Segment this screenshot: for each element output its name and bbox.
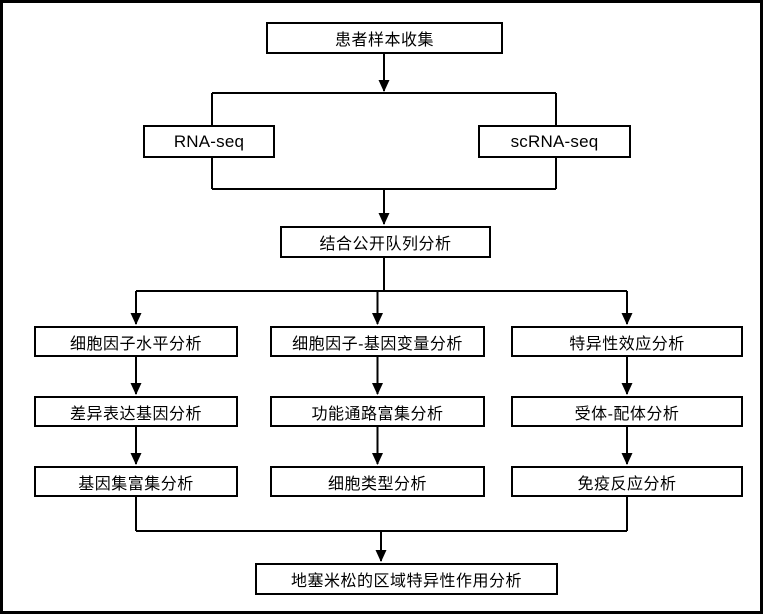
- node-scrna-seq: scRNA-seq: [478, 125, 631, 158]
- node-cytokine-gene-variable-analysis: 细胞因子-基因变量分析: [270, 326, 485, 357]
- node-dexamethasone-region-specific-effect-analysis: 地塞米松的区域特异性作用分析: [255, 563, 558, 595]
- node-differential-expression-gene-analysis: 差异表达基因分析: [34, 396, 238, 427]
- node-specific-effect-analysis: 特异性效应分析: [511, 326, 743, 357]
- node-combined-public-cohort-analysis: 结合公开队列分析: [280, 226, 491, 258]
- node-patient-sample-collection: 患者样本收集: [266, 22, 503, 54]
- node-cell-type-analysis: 细胞类型分析: [270, 466, 485, 497]
- node-immune-response-analysis: 免疫反应分析: [511, 466, 743, 497]
- node-functional-pathway-enrichment-analysis: 功能通路富集分析: [270, 396, 485, 427]
- merge-bracket: [135, 497, 628, 532]
- node-rna-seq: RNA-seq: [143, 125, 275, 158]
- node-gene-set-enrichment-analysis: 基因集富集分析: [34, 466, 238, 497]
- node-cytokine-level-analysis: 细胞因子水平分析: [34, 326, 238, 357]
- node-receptor-ligand-analysis: 受体-配体分析: [511, 396, 743, 427]
- flow-connectors: [130, 54, 633, 562]
